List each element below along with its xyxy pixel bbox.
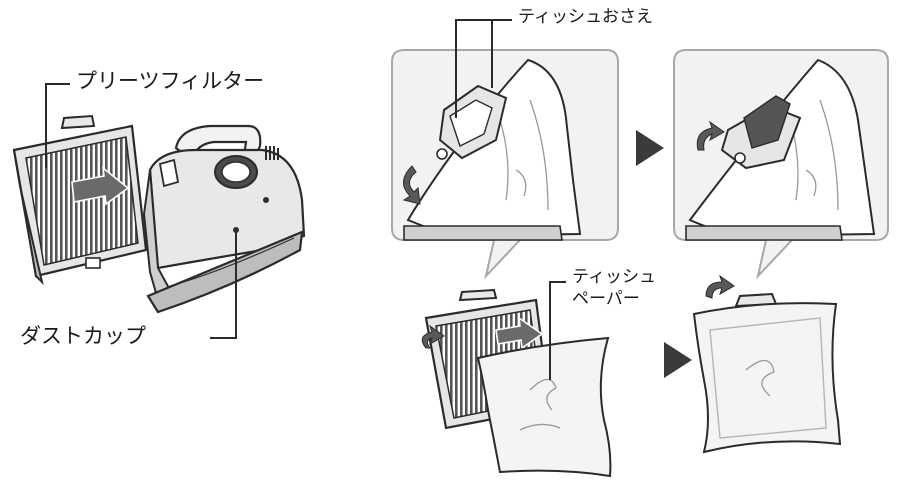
label-tissue-paper-line2: ペーパー [572,289,640,309]
label-tissue-paper-line1: ティッシュ [572,267,656,287]
label-pleated-filter: プリーツフィルター [76,69,265,93]
leader-line-tissue-holder [455,19,512,118]
label-dust-cup: ダストカップ [20,324,146,348]
dust-cup-illustration [142,124,306,314]
wrapped-filter-illustration [692,274,842,454]
leader-line-dust-cup [210,230,237,339]
callout-tissue-holder-closed [673,49,889,280]
callout-tissue-holder-open [391,49,619,280]
filter-with-tissue-illustration [421,288,612,478]
step-arrow-2 [664,342,692,378]
leader-line-pleated-filter [45,83,70,168]
pleated-filter-illustration [12,114,148,286]
leader-line-tissue-paper [549,281,566,380]
step-arrow-1 [636,130,664,166]
label-tissue-holder: ティッシュおさえ [518,7,653,27]
